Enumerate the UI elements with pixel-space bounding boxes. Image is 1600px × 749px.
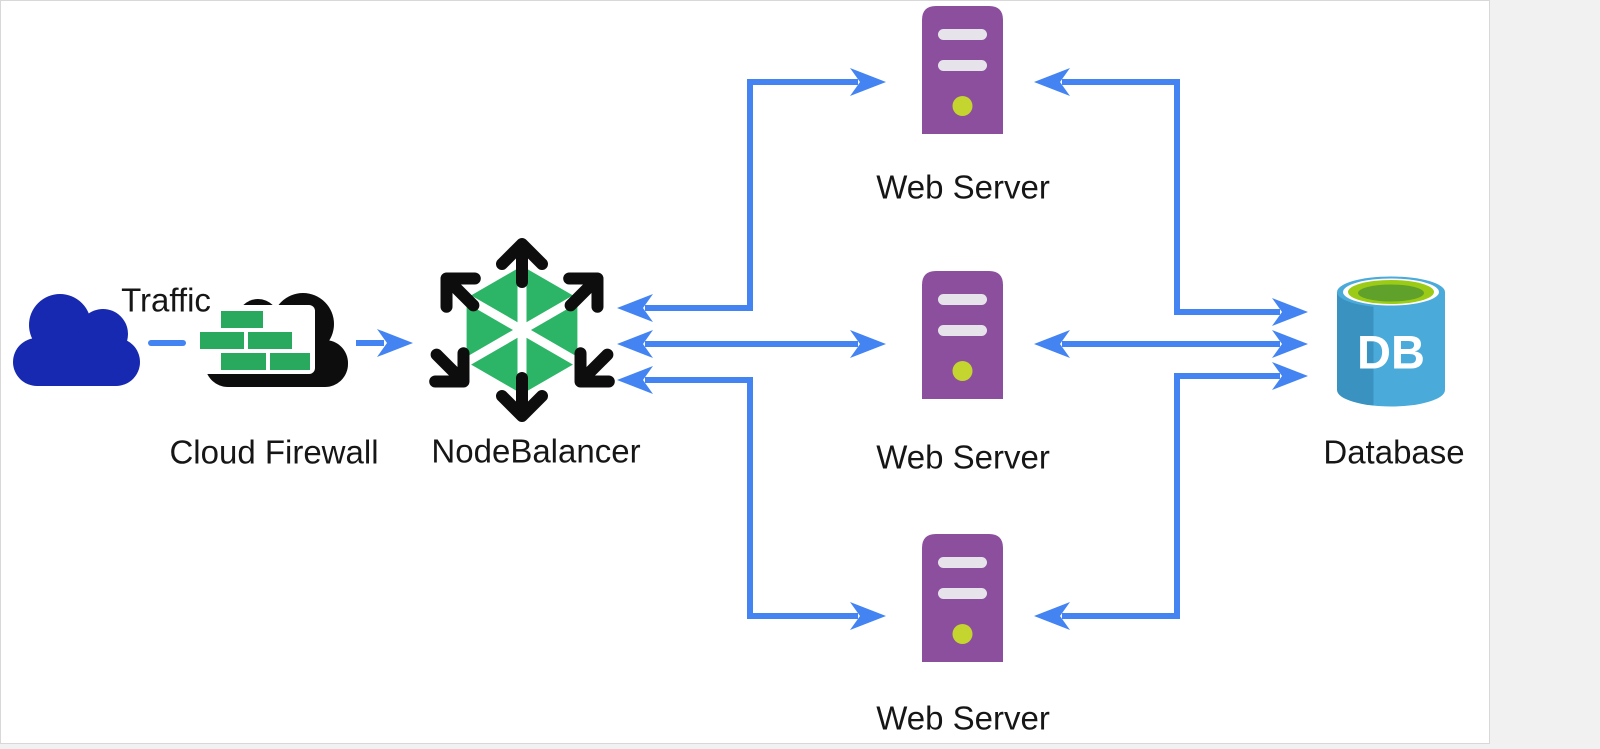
firewall-label: Cloud Firewall bbox=[169, 433, 379, 471]
connector-lines bbox=[148, 79, 1280, 619]
ws1-db-line bbox=[1062, 79, 1280, 315]
ws3-db-line bbox=[1062, 373, 1280, 619]
web-server-1-icon bbox=[922, 6, 1003, 134]
nb-ws3-line bbox=[645, 377, 858, 619]
traffic-label: Traffic bbox=[121, 281, 211, 319]
db-badge: DB bbox=[1357, 326, 1425, 379]
nb-ws1-line bbox=[645, 79, 858, 311]
database-label: Database bbox=[1323, 433, 1465, 471]
nodebalancer-label: NodeBalancer bbox=[431, 432, 641, 470]
web-server-2-label: Web Server bbox=[876, 438, 1050, 476]
firewall-bricks bbox=[200, 311, 310, 370]
web-server-1-label: Web Server bbox=[876, 168, 1050, 206]
architecture-diagram: DB bbox=[13, 6, 1445, 662]
nodebalancer-icon bbox=[422, 244, 621, 416]
traffic-cloud-icon bbox=[13, 294, 140, 386]
web-server-3-label: Web Server bbox=[876, 699, 1050, 737]
web-server-3-icon bbox=[922, 534, 1003, 662]
firewall-cloud-icon bbox=[194, 293, 348, 387]
web-server-2-icon bbox=[922, 271, 1003, 399]
database-cylinder-icon: DB bbox=[1337, 276, 1445, 407]
